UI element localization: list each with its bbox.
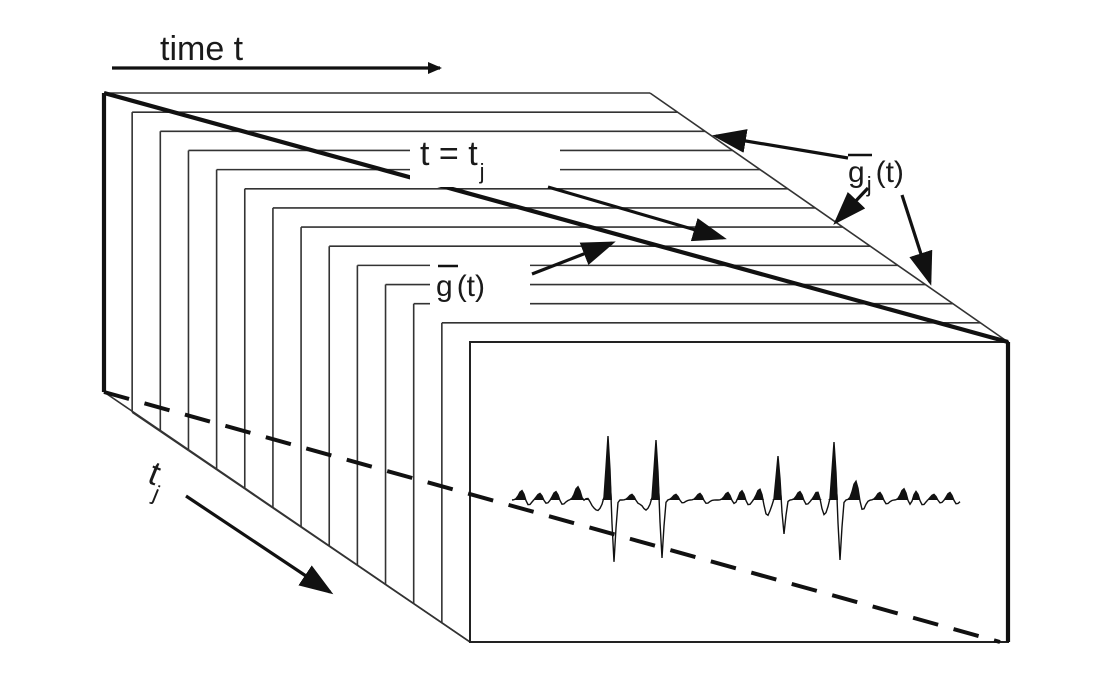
front-face	[469, 341, 1009, 643]
t-equals-arrow	[547, 185, 727, 242]
top-right-edge	[649, 92, 1009, 343]
g-bar-j-label: gj(t)	[848, 156, 904, 197]
g-bar-bg	[430, 262, 530, 310]
t-j-label: tj	[139, 454, 173, 506]
bottom-dashed-diagonal	[103, 390, 1001, 644]
slice-stack	[103, 111, 981, 643]
t-equals-bg	[410, 135, 560, 187]
left-bottom-edge	[103, 391, 471, 643]
g-bar-label: g(t)	[436, 270, 485, 303]
g-bar-j-arrow-2	[833, 186, 870, 225]
g-bar-j-arrow-1	[712, 129, 849, 160]
g-bar-arrow	[531, 241, 616, 276]
t-j-arrow	[185, 494, 334, 595]
waveform-trace	[511, 436, 961, 562]
g-bar-j-arrow-3	[900, 194, 933, 286]
t-equals-label: t = tj	[420, 135, 485, 184]
time-axis-label: time t	[160, 30, 244, 68]
mean-signal-diagonal	[103, 90, 1009, 345]
waveform-fill	[512, 436, 960, 500]
